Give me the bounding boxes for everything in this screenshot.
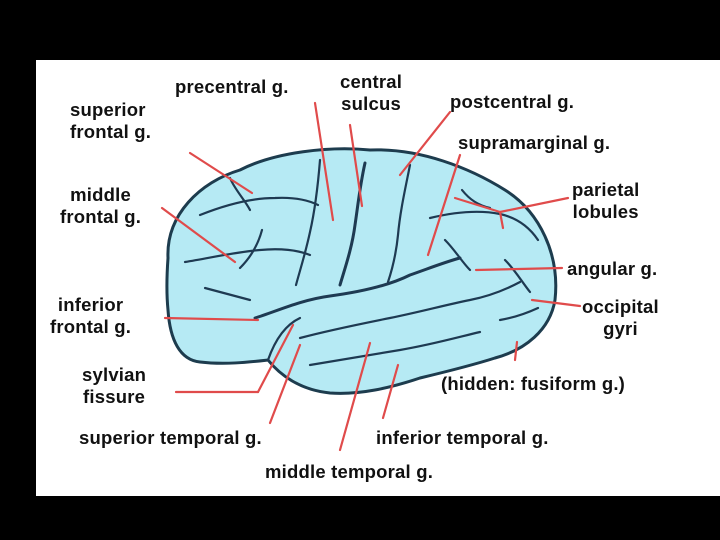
inferior-frontal-sulcus — [183, 248, 312, 264]
leader-fusiform — [513, 340, 519, 362]
leader-supramarginal — [426, 153, 462, 257]
label-line: sulcus — [341, 93, 401, 114]
label-middle-temporal: middle temporal g. — [265, 461, 434, 482]
leader-middle-frontal — [160, 206, 237, 264]
leader-angular — [474, 266, 564, 272]
label-parietal-lobules: parietal lobules — [572, 179, 639, 223]
sylvian-fissure-line — [253, 256, 462, 320]
postcentral-sulcus-line — [386, 163, 412, 284]
label-superior-frontal: superior frontal g. — [70, 99, 151, 143]
label-occipital-gyri: occipital gyri — [582, 296, 659, 340]
central-sulcus-line — [338, 161, 367, 287]
label-line: occipital — [582, 296, 659, 317]
label-line: middle — [70, 184, 131, 205]
label-fusiform-note: (hidden: fusiform g.) — [441, 373, 626, 394]
temporal-lobe-contour — [266, 316, 302, 362]
label-precentral: precentral g. — [175, 76, 289, 97]
leader-postcentral — [398, 110, 452, 177]
leader-middle-temporal — [338, 341, 372, 452]
label-line: frontal g. — [50, 316, 132, 337]
superior-frontal-sulcus — [198, 196, 320, 217]
label-middle-frontal: middle frontal g. — [60, 184, 141, 228]
label-inferior-temporal: inferior temporal g. — [376, 427, 549, 448]
label-central-sulcus: central sulcus — [340, 71, 402, 115]
occipital-sulcus — [498, 306, 540, 322]
leader-inferior-frontal — [163, 316, 260, 322]
label-line: lobules — [572, 201, 639, 222]
leader-superior-frontal — [188, 151, 254, 195]
precentral-sulcus-line — [294, 158, 322, 287]
leader-occipital — [530, 298, 582, 308]
leader-superior-temporal — [268, 343, 302, 425]
label-line: fissure — [83, 386, 146, 407]
leader-parietal-b — [453, 196, 502, 214]
brain-lateral-view — [165, 147, 558, 395]
label-line: gyri — [603, 318, 638, 339]
frontal-sulcus-branch — [238, 228, 264, 270]
occipital-sulcus — [503, 258, 532, 294]
leader-lines — [160, 101, 582, 452]
label-line: frontal g. — [60, 206, 142, 227]
label-inferior-frontal: inferior frontal g. — [50, 294, 131, 338]
leader-sylvian-b — [256, 323, 295, 394]
label-superior-temporal: superior temporal g. — [79, 427, 262, 448]
leader-central-sulcus — [348, 123, 364, 208]
label-line: parietal — [572, 179, 640, 200]
leader-parietal-a — [498, 196, 570, 214]
label-supramarginal: supramarginal g. — [458, 132, 611, 153]
label-angular: angular g. — [567, 258, 658, 279]
label-line: central — [340, 71, 403, 92]
label-line: inferior — [57, 294, 124, 315]
leader-parietal-c — [498, 210, 505, 230]
inferior-temporal-sulcus — [308, 330, 482, 367]
leader-inferior-temporal — [381, 363, 400, 420]
frontal-sulcus-branch — [203, 286, 252, 302]
label-sylvian-fissure: sylvian fissure — [82, 364, 146, 408]
parietal-sulcus-branch — [443, 238, 472, 272]
label-postcentral: postcentral g. — [450, 91, 575, 112]
label-line: frontal g. — [70, 121, 152, 142]
superior-temporal-sulcus — [298, 280, 522, 340]
label-line: superior — [70, 99, 146, 120]
label-line: sylvian — [82, 364, 147, 385]
leader-precentral — [313, 101, 335, 222]
